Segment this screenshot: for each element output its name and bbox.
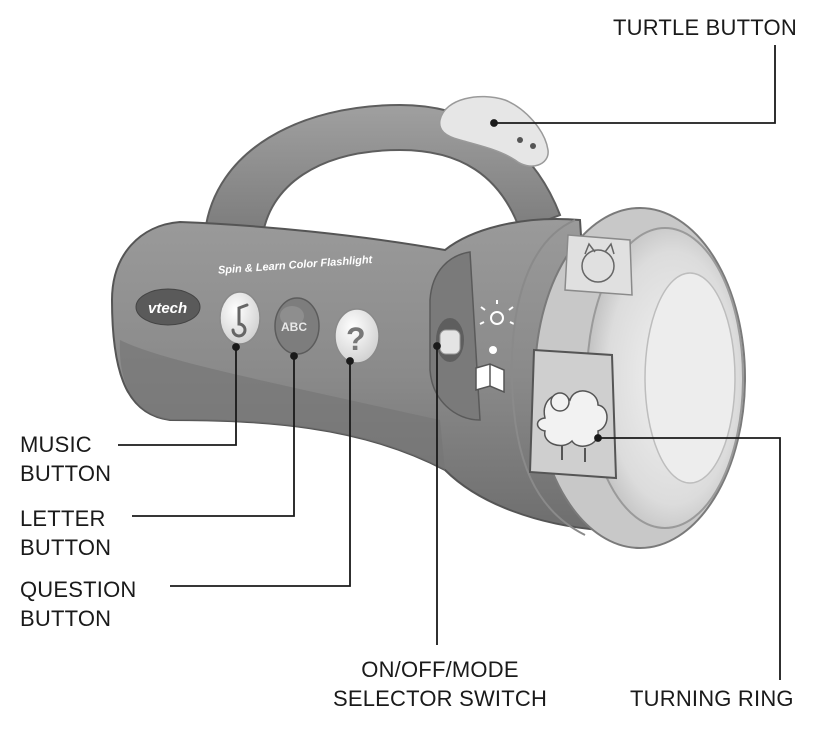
music-button-leader (118, 347, 237, 446)
letter-button-label: LETTER BUTTON (20, 506, 112, 560)
vtech-logo: vtech (135, 288, 201, 326)
cat-picture (564, 234, 633, 296)
music-button-label: MUSIC BUTTON (20, 432, 112, 486)
book-mode-icon (475, 363, 505, 394)
question-button-label: QUESTION BUTTON (20, 577, 137, 631)
light-mode-icon (479, 300, 515, 325)
question-button-leader (170, 361, 351, 587)
music-button[interactable] (219, 291, 261, 345)
question-button[interactable]: ? (334, 308, 380, 364)
turtle-button-label: TURTLE BUTTON (613, 15, 797, 40)
letter-button-leader (132, 356, 295, 517)
turtle-button[interactable] (438, 95, 549, 167)
turtle-button-leader (494, 45, 776, 124)
mode-switch-label: ON/OFF/MODE SELECTOR SWITCH (332, 657, 548, 711)
turning-ring-leader (598, 437, 781, 680)
mode-selector-switch[interactable] (436, 318, 464, 362)
off-mode-dot-icon (489, 346, 497, 354)
svg-text:ABC: ABC (281, 320, 307, 334)
letter-button[interactable]: ABC (274, 297, 320, 355)
turning-ring-label: TURNING RING (630, 686, 794, 711)
svg-text:?: ? (346, 321, 366, 357)
svg-text:vtech: vtech (148, 300, 187, 317)
sheep-picture (528, 348, 618, 480)
